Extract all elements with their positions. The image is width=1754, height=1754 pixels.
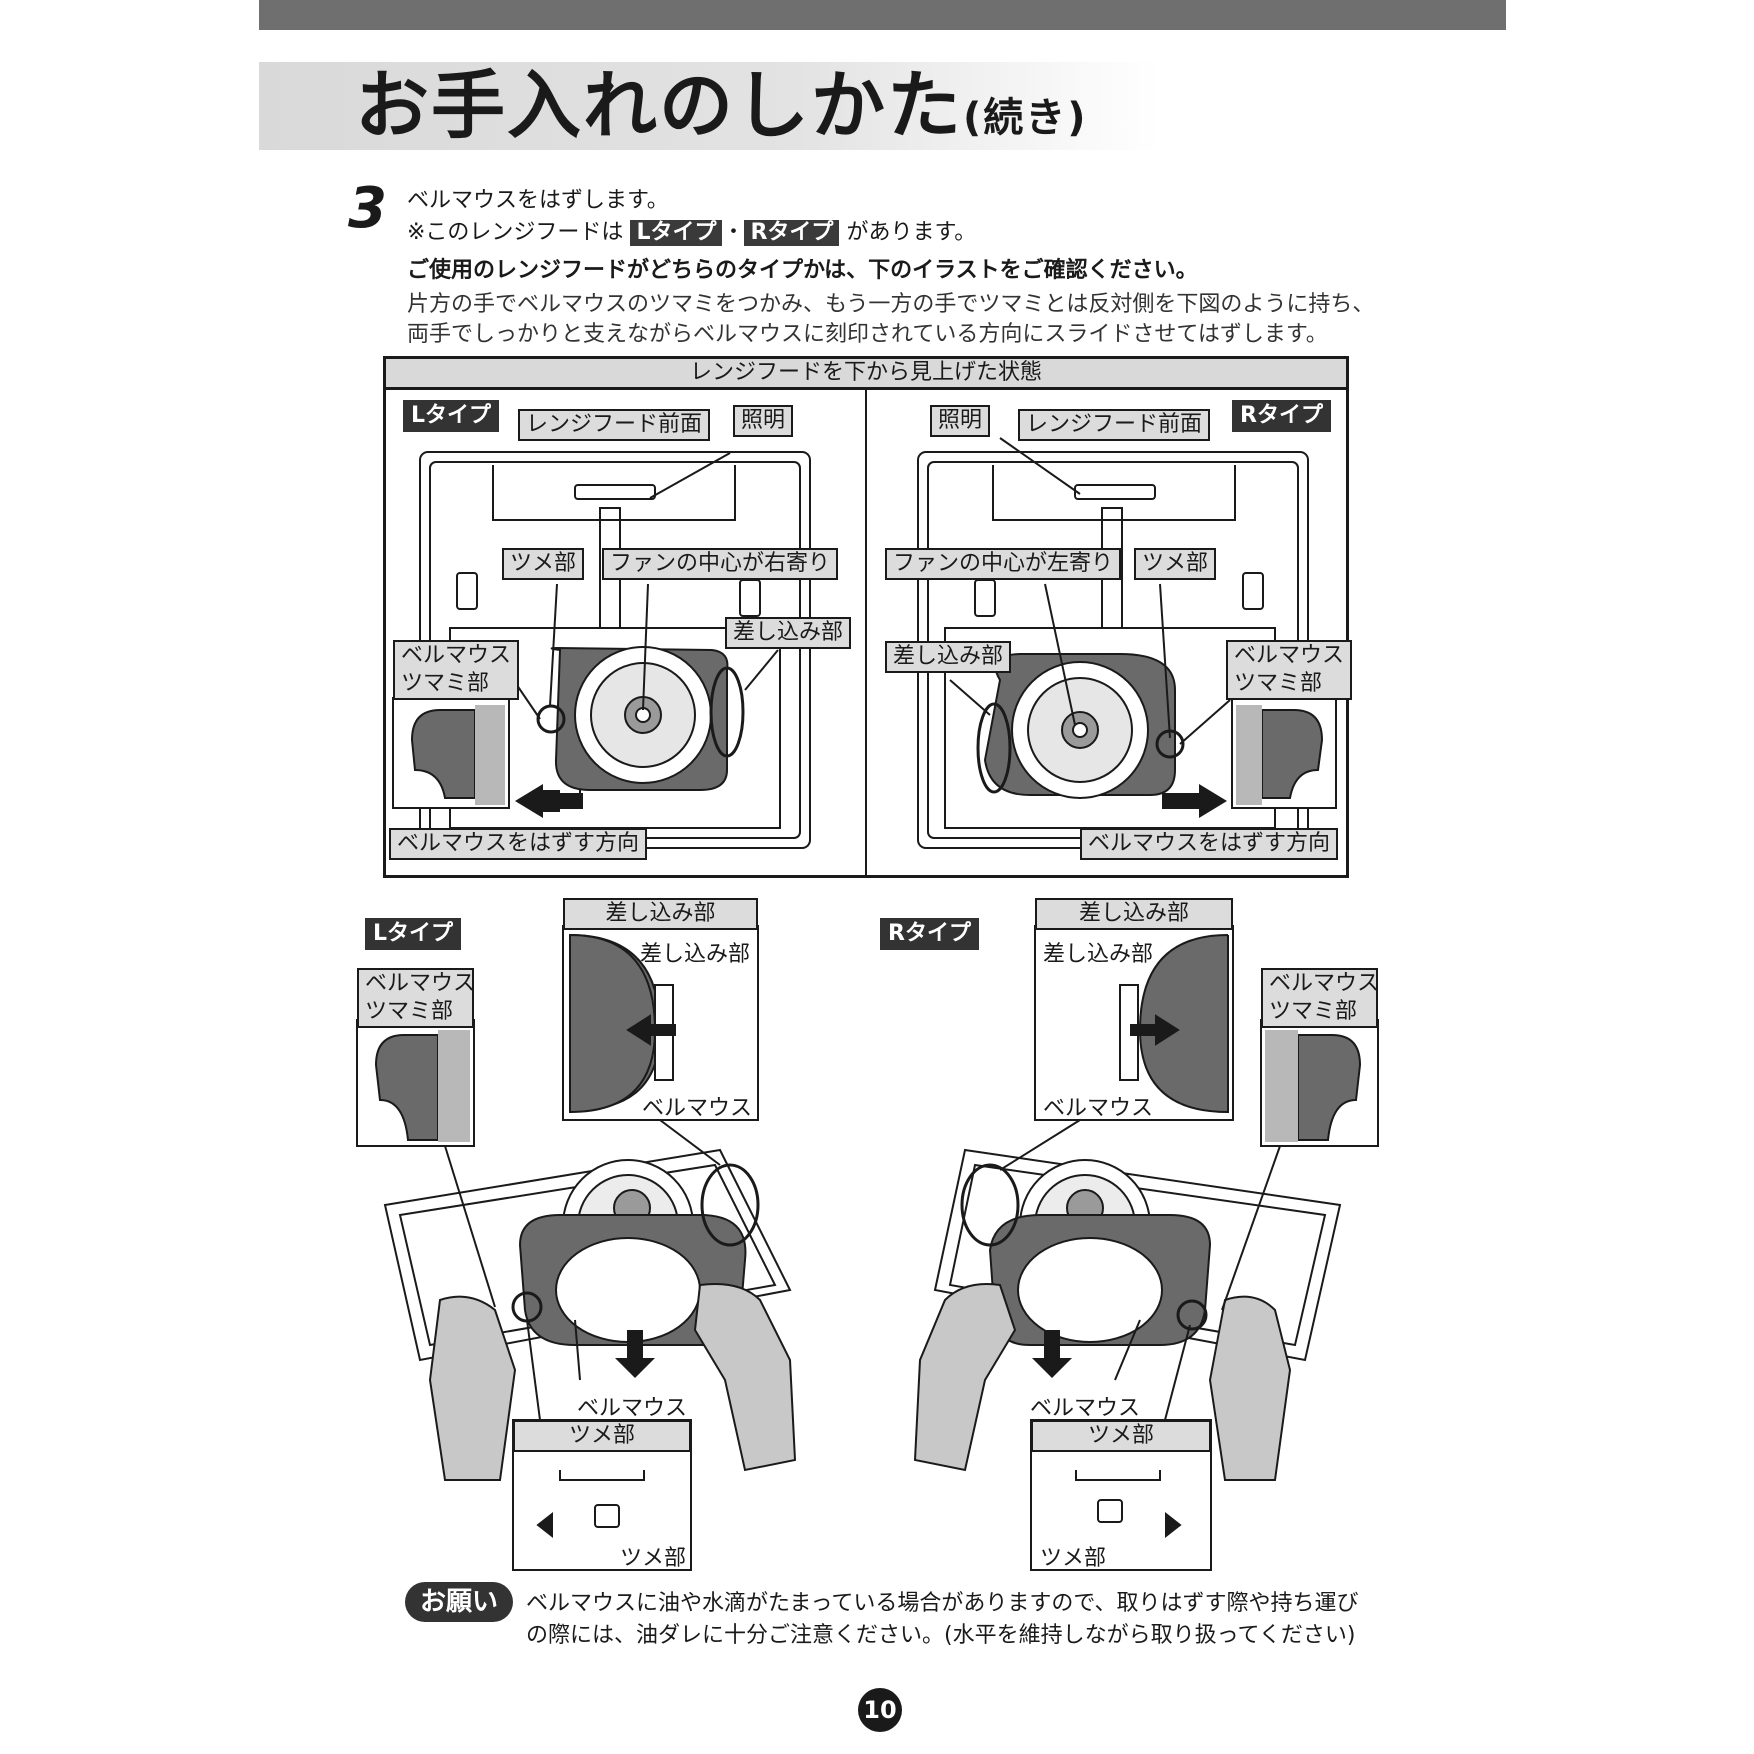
leader-light-right bbox=[999, 437, 1081, 495]
knob-label-right: ベルマウスツマミ部 bbox=[1226, 640, 1353, 700]
leader-claw-left bbox=[549, 583, 558, 707]
type-l-label: Lタイプ bbox=[403, 400, 500, 432]
leader-insert-left bbox=[744, 649, 779, 691]
leader-claw-right bbox=[1159, 583, 1171, 739]
bellmouth-left bbox=[536, 646, 745, 791]
bellmouth-detail-label-right: ベルマウス bbox=[1043, 1096, 1154, 1121]
step-line-3: ご使用のレンジフードがどちらのタイプかは、下のイラストをご確認ください。 bbox=[407, 258, 1198, 283]
step-line-2-prefix: ※このレンジフードは bbox=[407, 220, 624, 245]
notice-line-2: の際には、油ダレに十分ご注意ください。(水平を維持しながら取り扱ってください) bbox=[526, 1623, 1356, 1648]
direction-label-left: ベルマウスをはずす方向 bbox=[389, 828, 648, 860]
type-separator: ・ bbox=[722, 220, 745, 245]
leader-insert-right bbox=[949, 679, 991, 716]
insert-detail-label-left: 差し込み部 bbox=[640, 942, 751, 967]
claw-heading-left: ツメ部 bbox=[513, 1420, 691, 1452]
type-l-chip: Lタイプ bbox=[630, 220, 723, 246]
hands-lower-left bbox=[428, 1283, 797, 1481]
knob-label-lower-left-1: ベルマウス bbox=[365, 971, 476, 996]
bellmouth-detail-label-left: ベルマウス bbox=[642, 1096, 753, 1121]
page-number: 10 bbox=[858, 1688, 902, 1732]
knob-label-lower-right: ベルマウスツマミ部 bbox=[1261, 968, 1380, 1028]
type-r-label: Rタイプ bbox=[1232, 400, 1331, 432]
leader-light-left bbox=[649, 452, 731, 499]
notice-line-1: ベルマウスに油や水滴がたまっている場合がありますので、取りはずす際や持ち運び bbox=[526, 1591, 1359, 1616]
view-panel-divider bbox=[865, 390, 867, 876]
knob-label-lower-right-2: ツマミ部 bbox=[1269, 999, 1358, 1024]
leader-insert-lower-left bbox=[659, 1119, 721, 1166]
insert-detail-right bbox=[1034, 925, 1234, 1121]
leader-insert-lower-right bbox=[999, 1119, 1081, 1171]
insert-heading-left: 差し込み部 bbox=[563, 898, 758, 930]
step-line-4: 片方の手でベルマウスのツマミをつかみ、もう一方の手でツマミとは反対側を下図のよう… bbox=[407, 292, 1375, 317]
step-line-5: 両手でしっかりと支えながらベルマウスに刻印されている方向にスライドさせてはずしま… bbox=[407, 322, 1328, 347]
fan-center-label-right: ファンの中心が左寄り bbox=[885, 548, 1122, 580]
leader-bellmouth-lower-right bbox=[1114, 1319, 1141, 1381]
claw-label-right: ツメ部 bbox=[1134, 548, 1217, 580]
top-rule bbox=[259, 0, 1506, 30]
knob-label-lower-right-1: ベルマウス bbox=[1269, 971, 1380, 996]
claw-detail-label-right: ツメ部 bbox=[1040, 1546, 1107, 1571]
insert-heading-right: 差し込み部 bbox=[1035, 898, 1233, 930]
insert-label-right: 差し込み部 bbox=[885, 641, 1012, 673]
knob-detail-left bbox=[392, 697, 510, 809]
knob-detail-lower-left bbox=[356, 1019, 475, 1147]
bellmouth-label-lower-left: ベルマウス bbox=[577, 1396, 688, 1421]
knob-detail-lower-right bbox=[1260, 1019, 1379, 1147]
light-label-left: 照明 bbox=[733, 405, 794, 437]
claw-detail-label-left: ツメ部 bbox=[620, 1546, 687, 1571]
front-label-right: レンジフード前面 bbox=[1018, 409, 1211, 441]
knob-detail-right bbox=[1231, 697, 1337, 809]
remove-arrow-right bbox=[1199, 784, 1227, 818]
page-title-text: お手入れのしかた bbox=[355, 63, 963, 149]
step-number: 3 bbox=[348, 176, 387, 241]
front-label-left: レンジフード前面 bbox=[518, 409, 711, 441]
leader-knob-lower-right bbox=[1221, 1145, 1281, 1311]
claw-label-left: ツメ部 bbox=[502, 548, 585, 580]
leader-claw-lower-right bbox=[1164, 1324, 1191, 1421]
hands-lower-right bbox=[913, 1283, 1292, 1481]
leader-fan-left bbox=[642, 583, 649, 711]
title-band bbox=[259, 62, 1159, 150]
insert-detail-left bbox=[562, 925, 759, 1121]
leader-bellmouth-lower-left bbox=[574, 1319, 581, 1381]
leader-knob-right bbox=[1179, 699, 1231, 745]
step-line-2: ※このレンジフードは Lタイプ・Rタイプ があります。 bbox=[407, 214, 976, 246]
knob-label-lower-left-2: ツマミ部 bbox=[365, 999, 454, 1024]
leader-fan-right bbox=[1044, 583, 1076, 726]
leader-knob-lower-left bbox=[444, 1145, 496, 1308]
leader-claw-lower-left bbox=[526, 1319, 541, 1421]
claw-heading-right: ツメ部 bbox=[1031, 1420, 1211, 1452]
page-title: お手入れのしかた(続き) bbox=[355, 66, 1088, 158]
light-label-right: 照明 bbox=[930, 405, 991, 437]
fan-center-label-left: ファンの中心が右寄り bbox=[602, 548, 839, 580]
bellmouth-label-lower-right: ベルマウス bbox=[1030, 1396, 1141, 1421]
type-r-chip: Rタイプ bbox=[744, 220, 840, 246]
page-title-suffix: (続き) bbox=[963, 95, 1088, 141]
lower-type-l-label: Lタイプ bbox=[365, 918, 462, 950]
hood-lower-right bbox=[933, 1148, 1342, 1362]
notice-badge: お願い bbox=[405, 1582, 513, 1622]
knob-label-left-1: ベルマウス bbox=[401, 643, 512, 668]
knob-label-left: ベルマウスツマミ部 bbox=[393, 640, 520, 700]
remove-arrow-left bbox=[515, 784, 543, 818]
knob-label-right-1: ベルマウス bbox=[1234, 643, 1345, 668]
insert-detail-label-right: 差し込み部 bbox=[1043, 942, 1154, 967]
knob-label-left-2: ツマミ部 bbox=[401, 671, 490, 696]
knob-label-right-2: ツマミ部 bbox=[1234, 671, 1323, 696]
knob-label-lower-left: ベルマウスツマミ部 bbox=[357, 968, 476, 1028]
step-line-1: ベルマウスをはずします。 bbox=[407, 188, 669, 213]
insert-label-left: 差し込み部 bbox=[725, 617, 852, 649]
step-line-2-suffix: があります。 bbox=[846, 220, 977, 245]
lower-type-r-label: Rタイプ bbox=[880, 918, 979, 950]
bellmouth-right bbox=[976, 653, 1185, 799]
view-panel-heading: レンジフードを下から見上げた状態 bbox=[383, 356, 1349, 390]
direction-label-right: ベルマウスをはずす方向 bbox=[1080, 828, 1339, 860]
